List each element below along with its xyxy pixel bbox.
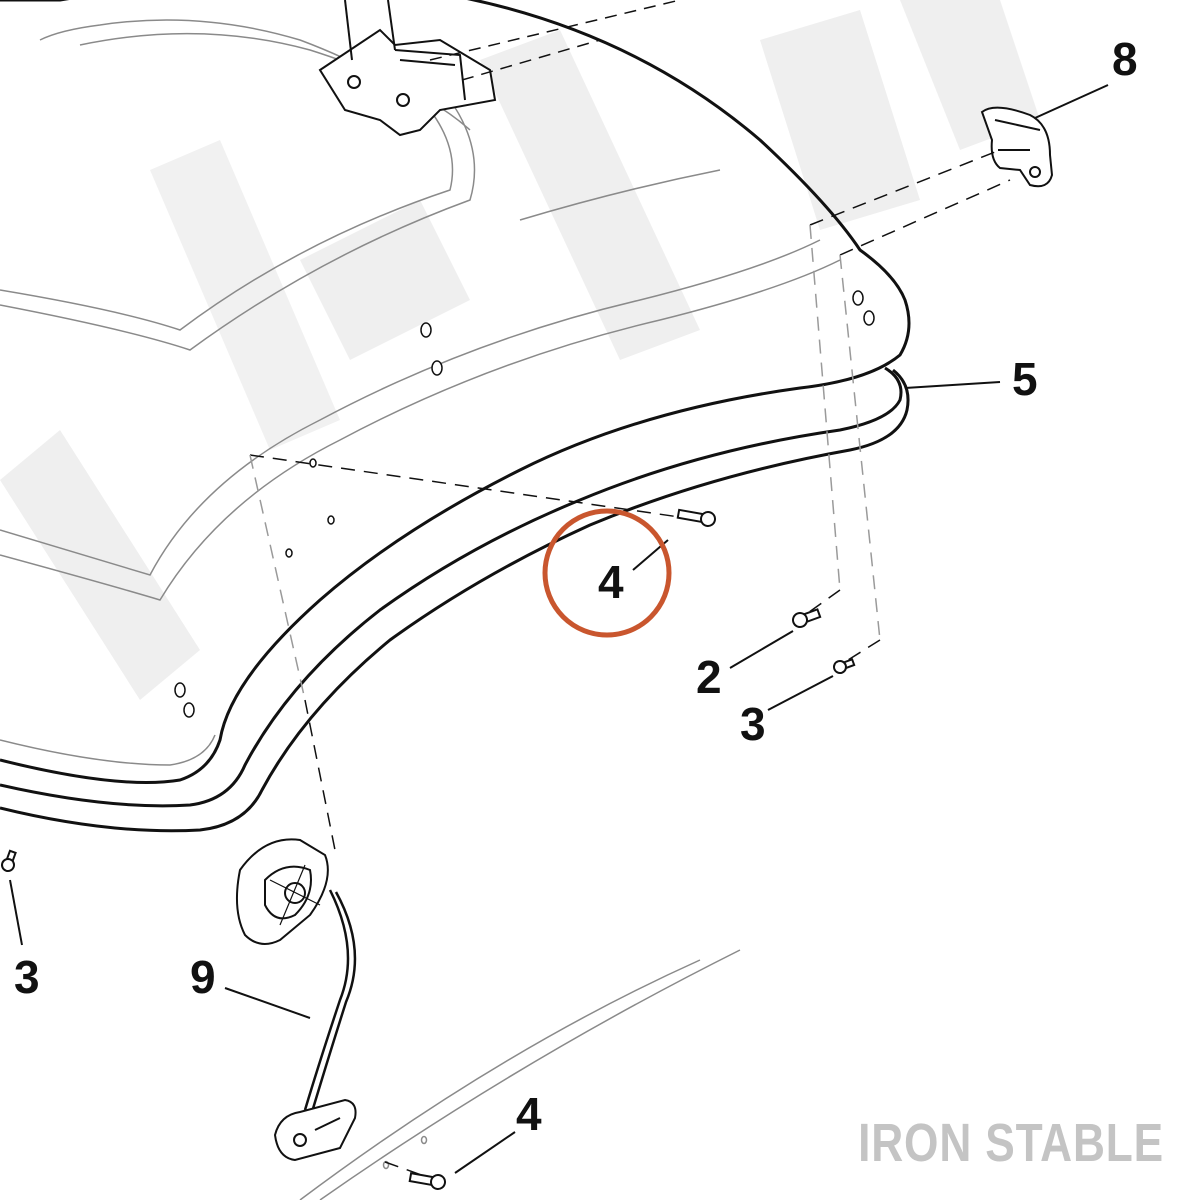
lid-body bbox=[0, 0, 911, 833]
callout-3-right: 3 bbox=[740, 698, 766, 750]
hinge-bracket-icon bbox=[318, 0, 497, 137]
assembly-lines bbox=[249, 149, 1011, 1179]
callout-4-highlighted: 4 bbox=[598, 556, 624, 608]
light-module-connector-icon bbox=[273, 1098, 357, 1162]
lid-holes bbox=[174, 290, 875, 718]
lid-inner-relief bbox=[0, 19, 841, 766]
watermark bbox=[0, 0, 1040, 700]
screw-icon bbox=[1, 508, 856, 1190]
callout-9: 9 bbox=[190, 951, 216, 1003]
light-module-icon bbox=[236, 838, 329, 945]
highlight-ring bbox=[542, 508, 672, 638]
callout-2: 2 bbox=[696, 651, 722, 703]
assembly-lines-grey bbox=[249, 224, 881, 701]
callout-8: 8 bbox=[1112, 33, 1138, 85]
base-contour bbox=[299, 949, 741, 1200]
brand-watermark: IRON STABLE bbox=[858, 1113, 1164, 1173]
hinge-leaders bbox=[429, 0, 681, 81]
latch-bracket-icon bbox=[980, 106, 1054, 188]
callout-5: 5 bbox=[1012, 353, 1038, 405]
callout-4-bottom: 4 bbox=[516, 1088, 542, 1140]
leader-lines bbox=[9, 84, 1109, 1174]
light-module-cable bbox=[303, 889, 357, 1113]
callout-3-left: 3 bbox=[14, 951, 40, 1003]
